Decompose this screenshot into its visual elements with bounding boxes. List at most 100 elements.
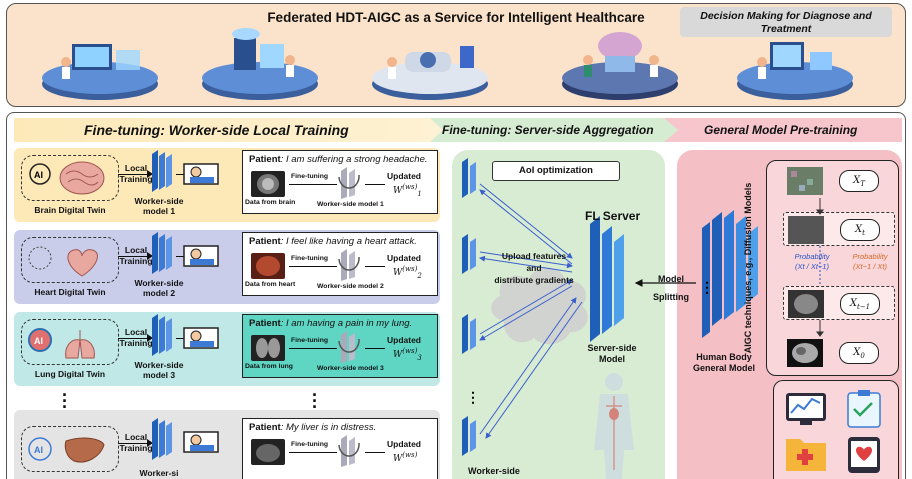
probability-reverse: Probability(Xt−1 / Xt) bbox=[852, 252, 888, 271]
data-source-label: Data from lung bbox=[245, 363, 293, 370]
ellipsis-dots: ⋮ bbox=[700, 279, 714, 295]
svg-text:AI: AI bbox=[34, 170, 43, 180]
section-header-worker: Fine-tuning: Worker-side Local Training bbox=[14, 118, 454, 142]
model-arrow bbox=[176, 256, 186, 258]
finetune-model-icon bbox=[338, 167, 360, 199]
local-arrow bbox=[118, 256, 148, 258]
patient-bed-icon bbox=[183, 245, 219, 267]
finetune-arrow bbox=[289, 266, 337, 268]
patient-quote: Patient: My liver is in distress. bbox=[249, 422, 377, 433]
x-t-label: Xt bbox=[840, 219, 880, 241]
server-model-icon bbox=[590, 216, 624, 342]
platform-1-illustration bbox=[42, 44, 158, 100]
data-source-label: Data from brain bbox=[245, 199, 296, 206]
weight-symbol: W(ws) bbox=[393, 451, 418, 464]
medical-folder-icon bbox=[786, 439, 826, 471]
diffusion-step-t: Xt bbox=[783, 212, 895, 246]
patient-box: Patient: My liver is in distress. Fine-t… bbox=[242, 418, 438, 479]
local-arrow bbox=[118, 443, 148, 445]
noise-image bbox=[787, 167, 823, 195]
fl-server-label: FL Server bbox=[585, 209, 641, 223]
patient-bed-icon bbox=[183, 163, 219, 185]
brain-icon: AI bbox=[29, 161, 105, 195]
worker-model-icon bbox=[152, 150, 172, 192]
general-model-graphics: ⋮ bbox=[634, 210, 758, 338]
scan-image bbox=[788, 290, 824, 318]
twin-label: Brain Digital Twin bbox=[34, 205, 106, 215]
ellipsis-dots: ··· bbox=[62, 385, 68, 417]
mini-model-1 bbox=[462, 158, 476, 198]
local-arrow-head bbox=[147, 439, 153, 447]
twin-label: Heart Digital Twin bbox=[34, 287, 106, 297]
model-arrow bbox=[176, 338, 186, 340]
updated-label: Updated bbox=[387, 171, 421, 181]
model-arrow bbox=[176, 174, 186, 176]
patient-box: Patient: I am having a pain in my lung. … bbox=[242, 314, 438, 378]
platform-2-illustration bbox=[202, 28, 318, 100]
local-arrow bbox=[118, 174, 148, 176]
updated-arrow bbox=[365, 184, 385, 186]
finetune-arrow bbox=[289, 452, 337, 454]
finetune-label: Fine-tuning bbox=[291, 441, 328, 448]
twin-label: Lung Digital Twin bbox=[34, 369, 106, 379]
finetune-model-icon bbox=[338, 435, 360, 467]
lung-icon: AI bbox=[28, 328, 95, 359]
svg-text:AI: AI bbox=[34, 336, 43, 346]
health-tablet-icon bbox=[848, 437, 880, 473]
ellipsis-dots: ⋮ bbox=[466, 389, 480, 405]
mini-model-4 bbox=[462, 416, 476, 456]
human-body-model-icon bbox=[702, 210, 758, 338]
finetune-label: Fine-tuning bbox=[291, 173, 328, 180]
application-icons bbox=[786, 390, 881, 473]
updated-label: Updated bbox=[387, 335, 421, 345]
platform-5-illustration bbox=[737, 42, 853, 100]
banner-illustrations bbox=[42, 28, 853, 100]
diffusion-arrows bbox=[816, 198, 824, 337]
main-frame bbox=[6, 112, 906, 479]
local-arrow bbox=[118, 338, 148, 340]
liver-twin-box: AI bbox=[21, 426, 119, 472]
weight-symbol: W(ws)3 bbox=[393, 347, 422, 362]
diffusion-step-T: XT bbox=[783, 164, 895, 198]
finetune-arrow bbox=[289, 348, 337, 350]
patient-bed-icon bbox=[183, 327, 219, 349]
lung-scan-image bbox=[251, 335, 285, 361]
heart-icon bbox=[28, 246, 98, 277]
lung-twin-box: AI bbox=[21, 319, 119, 365]
liver-scan-image bbox=[251, 439, 285, 465]
updated-arrow bbox=[365, 348, 385, 350]
diffusion-step-t-1: Xt−1 bbox=[783, 286, 895, 320]
scan-image bbox=[788, 216, 824, 244]
finetune-model-icon bbox=[338, 331, 360, 363]
x-t-1-label: Xt−1 bbox=[840, 293, 880, 315]
finetuned-model-label: Worker-side model 2 bbox=[317, 283, 384, 290]
worker-side-label: Worker-side bbox=[468, 466, 520, 476]
section-header-general: General Model Pre-training bbox=[664, 118, 902, 142]
data-source-label: Data from heart bbox=[245, 281, 296, 288]
aggregation-arrows: ⋮ bbox=[462, 158, 634, 479]
finetune-label: Fine-tuning bbox=[291, 337, 328, 344]
human-body-icon bbox=[594, 373, 634, 479]
brain-scan-image bbox=[251, 171, 285, 197]
worker-model-label: Worker-si bbox=[139, 468, 179, 478]
updated-arrow bbox=[365, 266, 385, 268]
local-arrow-head bbox=[147, 334, 153, 342]
finetuned-model-label: Worker-side model 3 bbox=[317, 365, 384, 372]
liver-icon: AI bbox=[28, 437, 105, 463]
mini-model-3 bbox=[462, 314, 476, 354]
local-arrow-head bbox=[147, 252, 153, 260]
updated-label: Updated bbox=[387, 439, 421, 449]
x-0-label: X0 bbox=[839, 342, 879, 364]
patient-box: Patient: I am suffering a strong headach… bbox=[242, 150, 438, 214]
